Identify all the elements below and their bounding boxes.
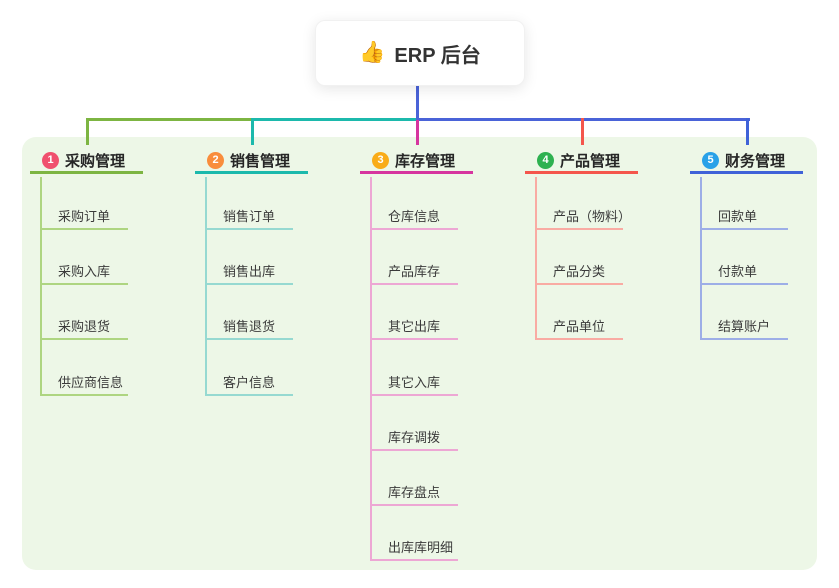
node-label: 仓库信息 — [388, 209, 441, 224]
node-label: 产品（物料） — [553, 209, 632, 224]
branch-number-badge: 5 — [702, 152, 719, 169]
node-stock-transfer[interactable]: 库存调拨 — [370, 425, 458, 451]
node-label: 付款单 — [718, 264, 758, 279]
node-product-category[interactable]: 产品分类 — [535, 259, 623, 285]
root-node-label: ERP 后台 — [394, 44, 481, 67]
connector-drop-product — [581, 118, 584, 145]
node-product-unit[interactable]: 产品单位 — [535, 314, 623, 340]
connector-drop-sales — [251, 118, 254, 145]
branch-header-purchase[interactable]: 1 采购管理 — [30, 150, 143, 174]
node-purchase-order[interactable]: 采购订单 — [40, 204, 128, 230]
node-label: 供应商信息 — [58, 375, 124, 390]
node-label: 产品分类 — [553, 264, 606, 279]
connector-drop-finance — [746, 118, 749, 145]
branch-title: 采购管理 — [65, 153, 126, 170]
branch-spine-inventory — [370, 177, 372, 561]
mindmap-canvas-panel — [22, 137, 817, 570]
branch-header-inventory[interactable]: 3 库存管理 — [360, 150, 473, 174]
node-product-material[interactable]: 产品（物料） — [535, 204, 631, 230]
node-label: 库存调拨 — [388, 430, 441, 445]
node-label: 销售订单 — [223, 209, 276, 224]
node-outbound-detail[interactable]: 出库库明细 — [370, 535, 458, 561]
node-product-stock[interactable]: 产品库存 — [370, 259, 458, 285]
branch-title: 产品管理 — [560, 153, 621, 170]
node-stock-taking[interactable]: 库存盘点 — [370, 480, 458, 506]
node-warehouse-info[interactable]: 仓库信息 — [370, 204, 458, 230]
branch-spine-sales — [205, 177, 207, 396]
node-sales-return[interactable]: 销售退货 — [205, 314, 293, 340]
branch-number-badge: 2 — [207, 152, 224, 169]
node-label: 销售出库 — [223, 264, 276, 279]
node-purchase-return[interactable]: 采购退货 — [40, 314, 128, 340]
branch-spine-purchase — [40, 177, 42, 396]
node-label: 产品单位 — [553, 319, 606, 334]
branch-header-product[interactable]: 4 产品管理 — [525, 150, 638, 174]
branch-number-badge: 1 — [42, 152, 59, 169]
node-receipt-bill[interactable]: 回款单 — [700, 204, 788, 230]
branch-number-badge: 4 — [537, 152, 554, 169]
connector-root-vertical — [416, 84, 419, 120]
branch-title: 销售管理 — [230, 153, 291, 170]
connector-drop-inventory — [416, 118, 419, 145]
node-other-outbound[interactable]: 其它出库 — [370, 314, 458, 340]
node-other-inbound[interactable]: 其它入库 — [370, 370, 458, 396]
branch-spine-finance — [700, 177, 702, 340]
branch-number-badge: 3 — [372, 152, 389, 169]
branch-spine-product — [535, 177, 537, 340]
node-sales-order[interactable]: 销售订单 — [205, 204, 293, 230]
branch-header-sales[interactable]: 2 销售管理 — [195, 150, 308, 174]
connector-bus-sales — [251, 118, 418, 121]
connector-bus-purchase — [86, 118, 253, 121]
branch-title: 库存管理 — [395, 153, 456, 170]
node-sales-outbound[interactable]: 销售出库 — [205, 259, 293, 285]
node-label: 产品库存 — [388, 264, 441, 279]
branch-header-finance[interactable]: 5 财务管理 — [690, 150, 803, 174]
node-purchase-inbound[interactable]: 采购入库 — [40, 259, 128, 285]
node-label: 结算账户 — [718, 319, 771, 334]
node-label: 回款单 — [718, 209, 758, 224]
node-label: 采购订单 — [58, 209, 111, 224]
node-label: 库存盘点 — [388, 485, 441, 500]
node-settlement-account[interactable]: 结算账户 — [700, 314, 788, 340]
node-supplier-info[interactable]: 供应商信息 — [40, 370, 128, 396]
connector-drop-purchase — [86, 118, 89, 145]
node-label: 采购入库 — [58, 264, 111, 279]
thumbs-up-icon: 👍 — [359, 41, 386, 64]
node-label: 其它入库 — [388, 375, 441, 390]
node-payment-bill[interactable]: 付款单 — [700, 259, 788, 285]
node-customer-info[interactable]: 客户信息 — [205, 370, 293, 396]
node-label: 采购退货 — [58, 319, 111, 334]
node-label: 出库库明细 — [388, 540, 454, 555]
node-label: 客户信息 — [223, 375, 276, 390]
node-label: 其它出库 — [388, 319, 441, 334]
root-node[interactable]: 👍 ERP 后台 — [315, 20, 525, 86]
node-label: 销售退货 — [223, 319, 276, 334]
branch-title: 财务管理 — [725, 153, 786, 170]
